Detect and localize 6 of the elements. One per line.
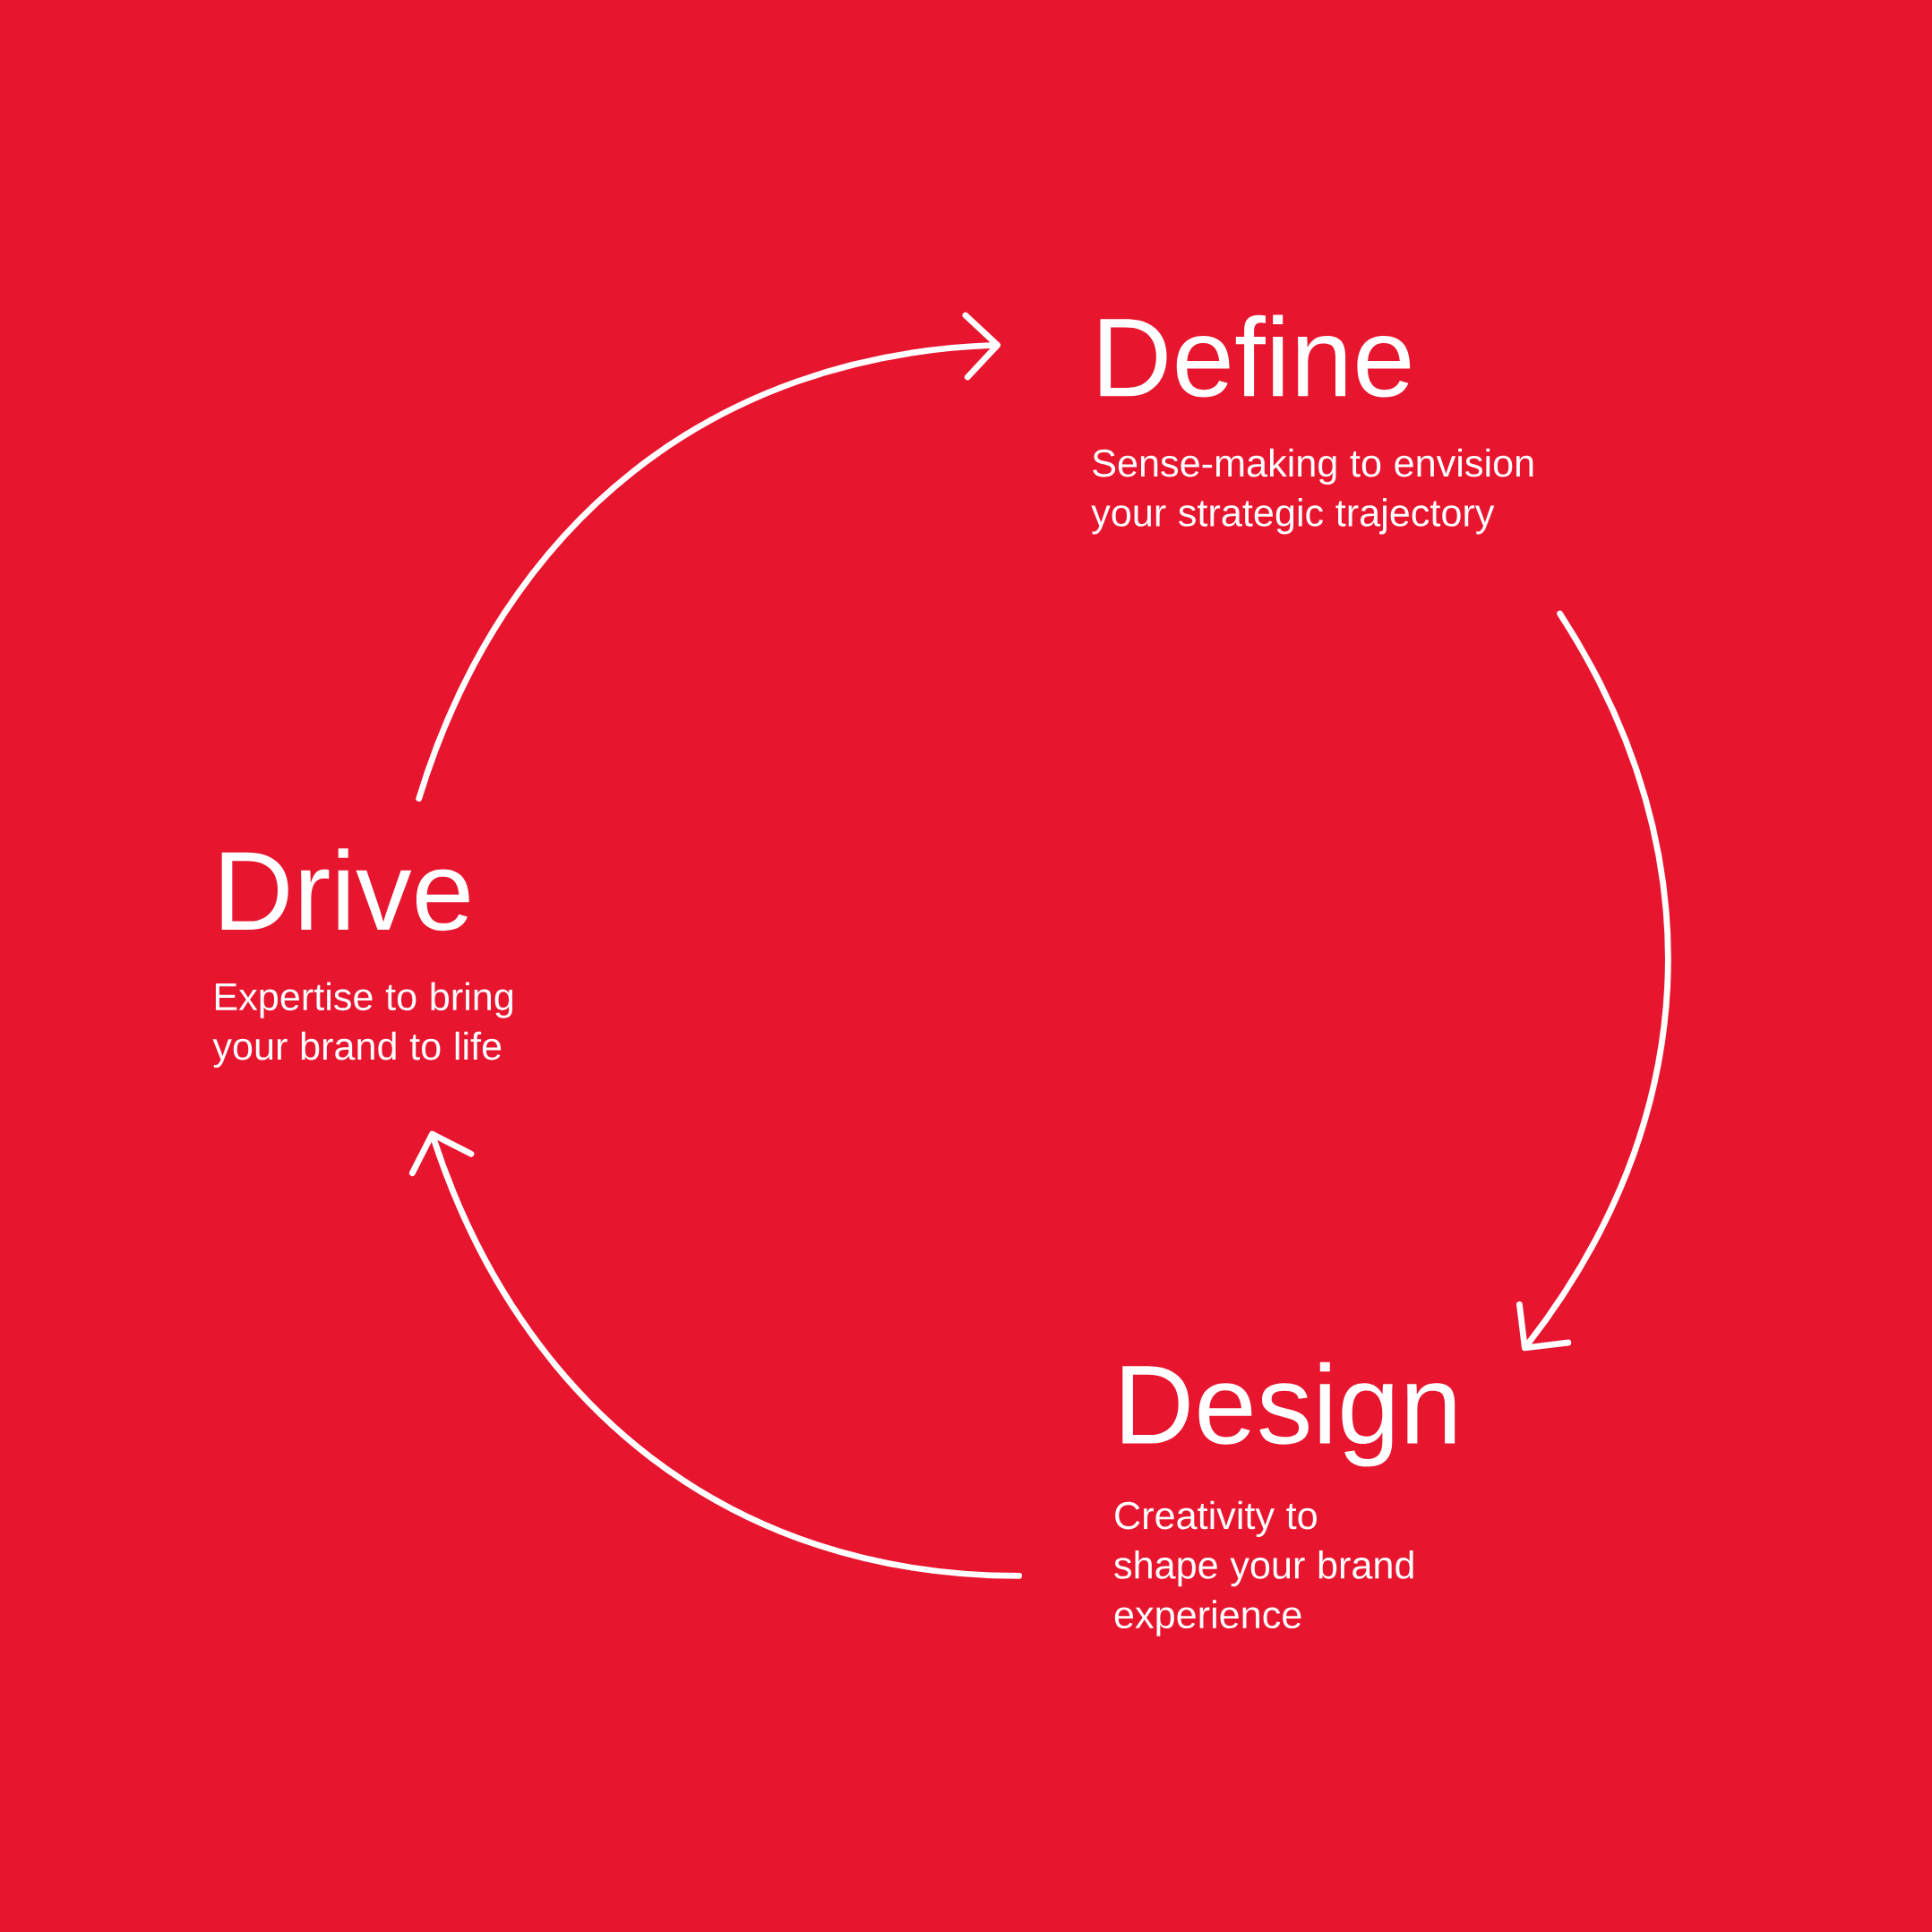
arrow	[416, 312, 1000, 802]
stage-label: Define Sense-making to envision your strategic trajectory	[1091, 314, 1533, 535]
stage-label: Design Creativity to shape your brand experience	[1114, 1361, 1455, 1636]
stage-label: Drive Expertise to bring your brand to life	[212, 848, 512, 1069]
arrow	[1516, 610, 1670, 1352]
arrow	[408, 1130, 1023, 1579]
